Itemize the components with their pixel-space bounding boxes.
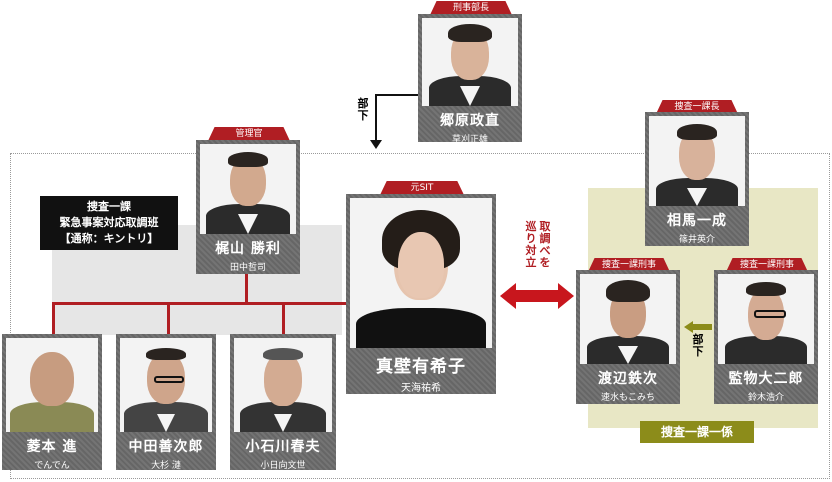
tree-line-hishimoto xyxy=(52,302,55,334)
name-souma: 相馬一成 xyxy=(667,213,727,229)
glasses-icon xyxy=(754,310,786,318)
person-card-souma[interactable]: 相馬一成 篠井英介 xyxy=(645,112,749,246)
person-card-makabe[interactable]: 真壁有希子 天海祐希 xyxy=(346,194,496,394)
tree-line-horizontal xyxy=(52,302,346,305)
subordinate-arrow-icon xyxy=(684,318,712,333)
actor-watanabe: 速水もこみち xyxy=(600,393,655,403)
kintori-team-box: 捜査一課 緊急事案対応取調班 【通称：キントリ】 xyxy=(40,196,178,250)
role-badge-kanmotsu: 捜査一課刑事 xyxy=(726,258,808,272)
person-card-nakata[interactable]: 中田善次郎 大杉 漣 xyxy=(116,334,216,471)
role-badge-gohara: 刑事部長 xyxy=(430,1,512,15)
portrait-kajiyama xyxy=(200,144,296,234)
name-nakata: 中田善次郎 xyxy=(128,439,204,455)
name-hishimoto: 菱本 進 xyxy=(26,439,78,455)
portrait-koishikawa xyxy=(234,338,332,432)
relation-text-left: 巡り対立 xyxy=(525,220,537,269)
actor-kajiyama: 田中哲司 xyxy=(229,263,266,273)
portrait-souma xyxy=(649,116,745,206)
role-badge-kajiyama: 管理官 xyxy=(208,127,290,141)
person-card-watanabe[interactable]: 渡辺鉄次 速水もこみち xyxy=(576,270,680,404)
person-card-gohara[interactable]: 郷原政直 草刈正雄 xyxy=(418,14,522,145)
actor-gohara: 草刈正雄 xyxy=(451,135,488,145)
actor-hishimoto: でんでん xyxy=(34,461,70,471)
name-makabe: 真壁有希子 xyxy=(376,357,466,377)
tree-line-kajiyama xyxy=(245,274,248,304)
main-org-frame xyxy=(10,153,830,479)
gohara-arrow-icon xyxy=(370,140,382,149)
tree-line-koishikawa xyxy=(282,302,285,334)
portrait-gohara xyxy=(422,18,518,106)
first-division-label: 捜査一課一係 xyxy=(640,421,754,443)
actor-kanmotsu: 鈴木浩介 xyxy=(747,393,784,403)
person-card-kajiyama[interactable]: 梶山 勝利 田中哲司 xyxy=(196,140,300,274)
glasses-icon xyxy=(154,376,184,383)
person-card-koishikawa[interactable]: 小石川春夫 小日向文世 xyxy=(230,334,336,471)
portrait-watanabe xyxy=(580,274,676,364)
subordinate-label-left: 部下 xyxy=(357,97,369,122)
name-kanmotsu: 監物大二郎 xyxy=(728,371,804,387)
gohara-connector-v xyxy=(375,94,377,144)
portrait-kanmotsu xyxy=(718,274,814,364)
actor-nakata: 大杉 漣 xyxy=(151,461,181,471)
relation-arrow-icon xyxy=(500,283,574,309)
portrait-hishimoto xyxy=(6,338,98,432)
relation-text-right: 取調べを xyxy=(539,220,551,269)
role-badge-makabe: 元SIT xyxy=(380,181,464,195)
name-kajiyama: 梶山 勝利 xyxy=(215,241,281,257)
actor-koishikawa: 小日向文世 xyxy=(260,461,306,471)
actor-souma: 篠井英介 xyxy=(678,235,715,245)
name-koishikawa: 小石川春夫 xyxy=(245,439,321,455)
role-badge-souma: 捜査一課長 xyxy=(656,100,738,114)
person-card-kanmotsu[interactable]: 監物大二郎 鈴木浩介 xyxy=(714,270,818,404)
role-badge-watanabe: 捜査一課刑事 xyxy=(588,258,670,272)
tree-line-nakata xyxy=(167,302,170,334)
portrait-nakata xyxy=(120,338,212,432)
name-gohara: 郷原政直 xyxy=(440,113,500,129)
portrait-makabe xyxy=(350,198,492,348)
name-watanabe: 渡辺鉄次 xyxy=(598,371,658,387)
subordinate-label-right: 部下 xyxy=(692,333,704,358)
person-card-hishimoto[interactable]: 菱本 進 でんでん xyxy=(2,334,102,471)
actor-makabe: 天海祐希 xyxy=(401,383,441,394)
gohara-connector-h xyxy=(375,94,420,96)
